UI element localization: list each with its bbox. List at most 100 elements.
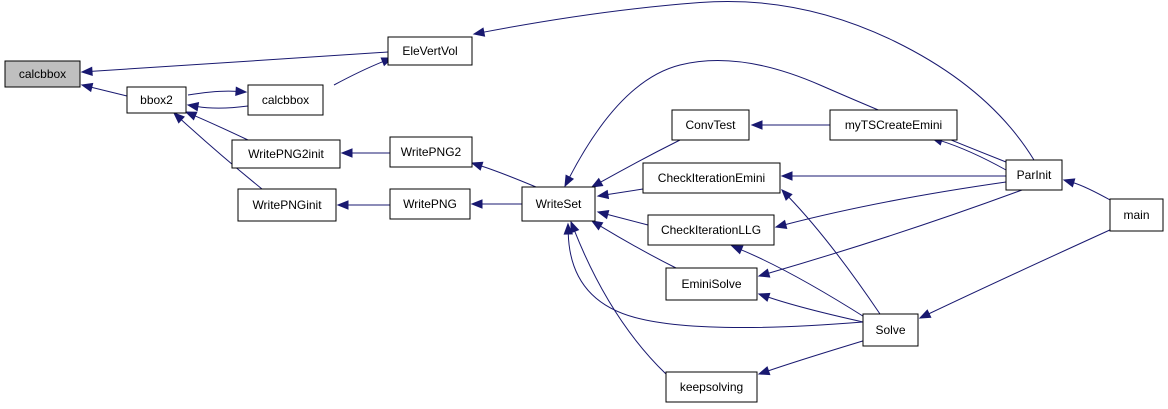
node-box[interactable]: [642, 162, 781, 194]
node-label: EminiSolve: [681, 277, 741, 291]
edge-arrowhead: [173, 112, 185, 124]
edge-mytscreate-to-convtest: [750, 120, 830, 130]
edge-calcbbox2-to-elevertvol: [333, 57, 394, 86]
node-label: bbox2: [140, 93, 173, 107]
edge-line: [567, 232, 864, 329]
edge-arrowhead: [472, 27, 486, 37]
node-box[interactable]: [126, 86, 187, 114]
node-label: Solve: [875, 323, 905, 337]
node-box[interactable]: [1005, 159, 1063, 191]
node-box[interactable]: [389, 188, 471, 220]
edge-line: [606, 213, 649, 226]
edge-line: [599, 139, 681, 184]
edge-parinit-to-checkllg: [774, 181, 1007, 229]
edge-line: [180, 118, 263, 190]
edge-line: [606, 188, 644, 196]
node-label: WritePNG2init: [248, 147, 324, 161]
edge-arrowhead: [564, 174, 575, 188]
edge-arrowhead: [1062, 178, 1076, 188]
edge-arrowhead: [596, 210, 610, 220]
node-label: CheckIterationLLG: [661, 223, 761, 237]
node-eminisolve[interactable]: EminiSolve: [665, 267, 758, 301]
edge-arrowhead: [80, 66, 93, 77]
node-box[interactable]: [521, 186, 596, 222]
node-writepng[interactable]: WritePNG: [389, 188, 471, 220]
node-checkemini[interactable]: CheckIterationEmini: [642, 162, 781, 194]
node-box[interactable]: [671, 109, 750, 141]
node-box[interactable]: [387, 36, 473, 66]
node-box[interactable]: [647, 214, 775, 246]
edge-line: [482, 0, 1035, 161]
node-label: keepsolving: [680, 380, 743, 394]
edge-arrowhead: [80, 82, 94, 93]
edge-arrowhead: [781, 189, 793, 201]
node-mytscreate[interactable]: myTSCreateEmini: [829, 109, 958, 141]
edge-arrowhead: [340, 148, 353, 158]
edge-writepng-to-writepnginit: [336, 200, 390, 210]
node-convtest[interactable]: ConvTest: [671, 109, 750, 141]
node-keepsolving[interactable]: keepsolving: [665, 371, 758, 403]
edge-arrowhead: [757, 268, 771, 278]
edge-solve-to-checkemini: [781, 189, 881, 315]
node-label: WritePNG: [403, 197, 457, 211]
edge-line: [187, 90, 238, 96]
node-bbox2[interactable]: bbox2: [126, 86, 187, 114]
node-writepng2init[interactable]: WritePNG2init: [231, 139, 341, 169]
edge-arrowhead: [750, 120, 763, 130]
node-calcbbox2[interactable]: calcbbox: [247, 84, 324, 116]
node-box[interactable]: [665, 371, 758, 403]
node-box[interactable]: [231, 139, 341, 169]
node-box[interactable]: [247, 84, 324, 116]
node-writepng2[interactable]: WritePNG2: [389, 136, 473, 168]
edge-line: [767, 296, 864, 323]
edge-calcbbox2-to-bbox2: [186, 102, 249, 112]
node-main[interactable]: main: [1109, 198, 1164, 232]
edge-arrowhead: [757, 366, 771, 376]
node-box: [4, 60, 81, 88]
node-writepnginit[interactable]: WritePNGinit: [237, 188, 337, 222]
edge-main-to-solve: [918, 228, 1113, 319]
edge-line: [480, 165, 537, 188]
node-box[interactable]: [389, 136, 473, 168]
edge-arrowhead: [757, 292, 771, 302]
node-box[interactable]: [862, 313, 919, 347]
node-elevertvol[interactable]: EleVertVol: [387, 36, 473, 66]
edge-line: [573, 230, 667, 375]
edge-line: [90, 51, 389, 72]
node-label: calcbbox: [19, 67, 66, 81]
edge-solve-to-checkllg: [730, 245, 867, 319]
node-box[interactable]: [1109, 198, 1164, 232]
node-box[interactable]: [829, 109, 958, 141]
edge-main-to-parinit: [1062, 178, 1113, 202]
edge-checkllg-to-writeset: [596, 210, 649, 226]
node-label: CheckIterationEmini: [658, 171, 765, 185]
edge-arrowhead: [563, 222, 574, 235]
node-label: calcbbox: [262, 93, 309, 107]
node-box[interactable]: [237, 188, 337, 222]
edge-solve-to-keepsolving: [757, 339, 867, 376]
node-solve[interactable]: Solve: [862, 313, 919, 347]
edge-line: [927, 228, 1113, 315]
edge-arrowhead: [730, 245, 744, 255]
edge-keepsolving-to-writeset: [570, 220, 667, 375]
edge-arrowhead: [596, 189, 610, 200]
edge-writepng2init-to-bbox2: [184, 111, 249, 141]
node-label: WritePNGinit: [252, 198, 322, 212]
edge-arrowhead: [570, 220, 580, 234]
node-checkllg[interactable]: CheckIterationLLG: [647, 214, 775, 246]
edge-line: [787, 196, 881, 315]
node-label: ParInit: [1017, 168, 1052, 182]
edge-line: [196, 105, 249, 109]
edge-solve-to-writeset: [563, 222, 864, 329]
edge-bbox2-to-calcbbox_root: [80, 82, 128, 97]
nodes-layer: calcbbox bbox2 calcbbox EleVertVolWritePNG2…: [4, 36, 1164, 403]
edge-arrowhead: [470, 161, 484, 171]
node-box[interactable]: [665, 267, 758, 301]
edge-arrowhead: [235, 86, 248, 96]
node-writeset[interactable]: WriteSet: [521, 186, 596, 222]
edge-arrowhead: [184, 111, 198, 121]
node-parinit[interactable]: ParInit: [1005, 159, 1063, 191]
edges-layer: [80, 0, 1113, 376]
edge-elevertvol-to-calcbbox_root: [80, 51, 389, 77]
